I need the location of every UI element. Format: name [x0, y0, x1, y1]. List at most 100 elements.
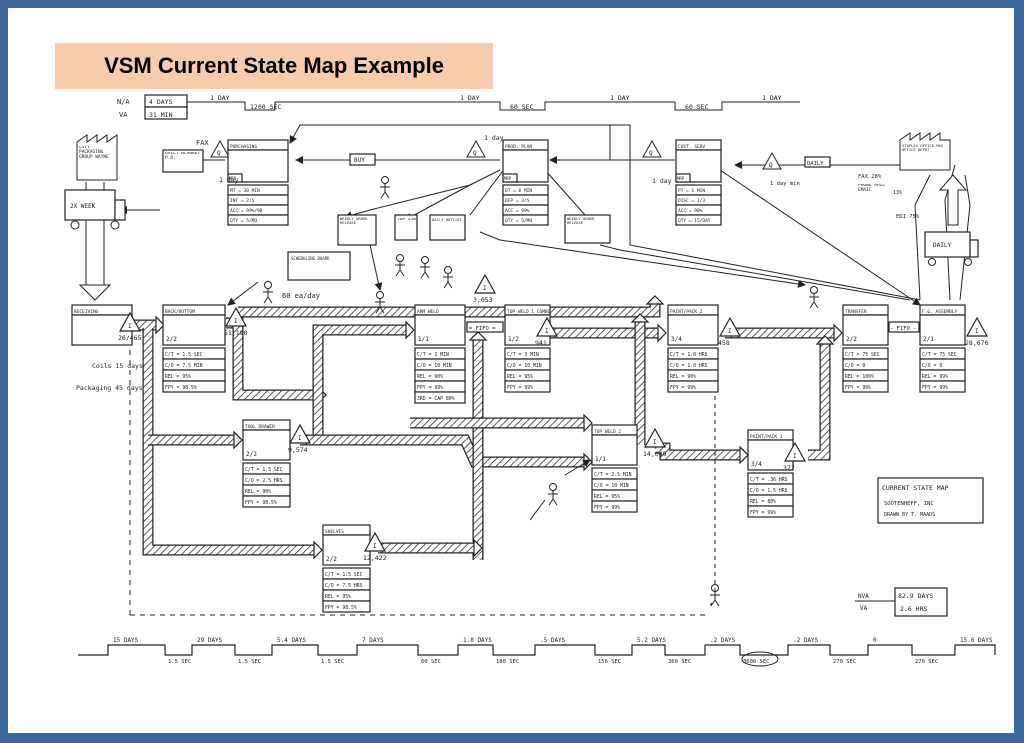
timeline-process-time: 270 SEC	[833, 659, 856, 665]
truck-cab	[114, 199, 126, 221]
fifo-label: - FIFO -	[890, 326, 917, 332]
inventory-count: 14,049	[643, 450, 667, 458]
inventory-symbol: I	[653, 439, 657, 446]
inventory-count: 51,190	[224, 329, 248, 337]
info-flow	[289, 124, 611, 160]
process-metric: C/T = 1.5 SEC	[165, 352, 203, 358]
inventory-symbol: I	[234, 318, 238, 325]
inventory-triangle-icon	[363, 531, 387, 552]
queue-triangle-icon	[466, 139, 486, 158]
coils-inventory-label: Coils 15 days	[92, 362, 143, 370]
timeline-wait-time: 5.2 DAYS	[637, 637, 666, 644]
process-metric: C/O = 7.5 HRS	[325, 583, 363, 589]
inventory-symbol: I	[373, 543, 377, 550]
process-metric: FPY = 98.5%	[245, 500, 277, 506]
top-timeline-segment: 1 DAY	[460, 94, 480, 102]
process-metric: REL = 95%	[507, 374, 533, 380]
shipment-arrow-up	[938, 174, 968, 226]
process-box-body	[747, 439, 794, 471]
process-name: TRANSFER	[845, 309, 867, 315]
process-name: BACK/BOTTOM	[165, 309, 195, 315]
inventory-triangle-icon	[224, 306, 248, 327]
top-timeline-segment: 1 DAY	[610, 94, 630, 102]
bottom-timeline-line	[78, 644, 996, 656]
process-metric: REL = 95%	[325, 594, 351, 600]
process-metric: C/T = 75 SEC	[845, 352, 880, 358]
control-metric: DFP = 3/5	[505, 198, 530, 204]
process-metric: FPY = 98.5%	[325, 605, 357, 611]
fax-percent-label: FAX 28%	[858, 174, 882, 180]
truck-wheel	[110, 220, 120, 230]
nva-label: N/A	[117, 98, 130, 106]
process-metric: 3RD = CAP 80%	[417, 396, 455, 402]
timeline-process-time: 360 SEC	[668, 659, 691, 665]
inventory-count: 9,574	[288, 446, 308, 454]
control-box-title: CUST. SERV	[678, 144, 705, 150]
edi-percent-label: EDI 75%	[896, 214, 920, 220]
timeline-wait-time: 7 DAYS	[362, 637, 384, 644]
process-metric: REL = 90%	[670, 374, 696, 380]
push-arrow	[300, 435, 588, 467]
push-arrow	[143, 328, 318, 555]
supplier-factory-icon	[76, 134, 118, 181]
control-metric: DISC = 1/3	[678, 198, 705, 204]
inventory-count: 941	[535, 339, 547, 347]
electronic-info-flow	[469, 167, 506, 216]
control-metric: ACC = 99%/98	[230, 208, 263, 214]
push-arrow-head	[233, 430, 243, 450]
daily-label: DAILY	[807, 161, 824, 167]
inventory-symbol: I	[545, 328, 549, 335]
control-metric: PT = 1 MIN	[678, 188, 705, 194]
inventory-triangle-icon	[473, 273, 497, 294]
process-box-body	[322, 534, 371, 566]
page-title: VSM Current State Map Example	[55, 43, 493, 89]
process-metric-cell	[842, 380, 889, 393]
inventory-symbol: I	[128, 323, 132, 330]
process-metric: C/O = 10 MIN	[594, 483, 629, 489]
timeline-process-time: 1.5 SEC	[168, 659, 191, 665]
control-metric: QTY = 15/DAY	[678, 218, 711, 224]
process-metric: REL = 95%	[165, 374, 191, 380]
control-metric: QTY = 5/MO	[505, 218, 532, 224]
queue-mark: Q	[649, 150, 653, 157]
push-arrow-head	[815, 335, 835, 345]
push-arrow-head	[645, 295, 665, 305]
push-arrow-head	[155, 315, 165, 335]
supplier-truck-label: 2X WEEK	[70, 203, 96, 210]
process-metric: REL = 80%	[750, 499, 776, 505]
control-metric: INT = 2/5	[230, 198, 255, 204]
inventory-symbol: I	[298, 435, 302, 442]
info-flow	[479, 231, 806, 288]
process-metric: C/T = 1.5 SEC	[245, 467, 283, 473]
operator-count: 2/1	[923, 336, 934, 343]
fax-label: FAX	[196, 139, 209, 147]
phone-mail-email-label-container: PHONE MAIL EMAIL	[858, 184, 885, 193]
inventory-triangle-icon	[118, 311, 142, 332]
process-metric: REL = 90%	[245, 489, 271, 495]
inventory-count: 3,053	[473, 296, 493, 304]
control-metric-cell	[502, 214, 549, 226]
process-metric: FPY = 99%	[417, 385, 443, 391]
process-metric-cell	[667, 380, 719, 393]
operator-count: 2/2	[326, 556, 337, 563]
buy-label: BUY	[354, 157, 365, 164]
timeline-process-time: 156 SEC	[598, 659, 621, 665]
push-arrow-head	[657, 323, 667, 343]
inventory-triangle-icon	[783, 441, 807, 462]
operator-count: 3/4	[751, 461, 762, 468]
inventory-symbol: I	[483, 285, 487, 292]
process-box-body	[162, 314, 226, 346]
process-metric-cell	[747, 505, 794, 518]
top-timeline-segment: 1 DAY	[210, 94, 230, 102]
process-name: TOOL DRAWER	[245, 424, 275, 430]
queue-triangle-icon	[642, 139, 662, 158]
operator-icon	[395, 254, 405, 277]
push-arrow-head	[473, 538, 483, 558]
info-flow	[610, 124, 921, 301]
process-metric: FPY = 99%	[845, 385, 871, 391]
timeline-wait-time: 5.4 DAYS	[277, 637, 306, 644]
inventory-symbol: I	[975, 328, 979, 335]
customer-truck-icon	[924, 231, 971, 258]
